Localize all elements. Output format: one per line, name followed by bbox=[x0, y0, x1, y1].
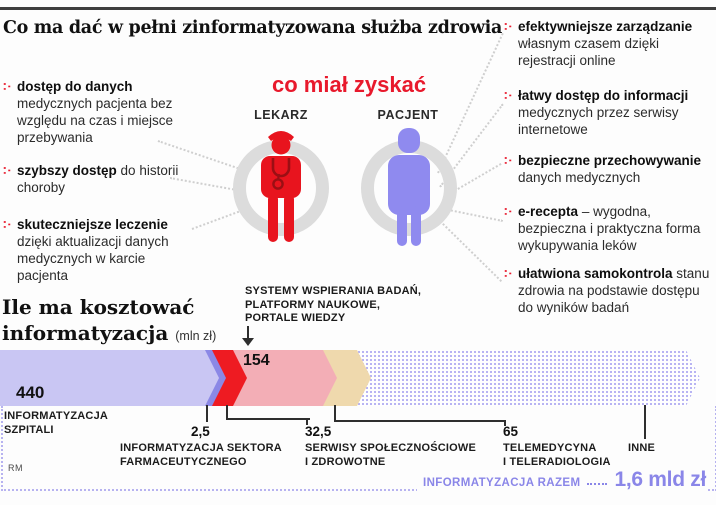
leader-line-2-5 bbox=[206, 405, 208, 422]
bracket-32-5-stub bbox=[306, 418, 308, 425]
benefit-bold: łatwy dostęp do informacji bbox=[518, 88, 689, 103]
bar-segment-szpitale bbox=[0, 350, 219, 406]
patient-label: PACJENT bbox=[377, 108, 439, 122]
bar-label-inne: INNE bbox=[628, 442, 656, 454]
annotation-line: PLATFORMY NAUKOWE, bbox=[245, 298, 381, 311]
benefit-left-2: ∴ szybszy dostęp do historii choroby bbox=[0, 162, 189, 196]
source-credit: RM bbox=[8, 463, 23, 473]
red-dots-bullet-icon: ∴ bbox=[0, 82, 14, 91]
cost-section-title: Ile ma kosztować informatyzacja (mln zł) bbox=[2, 294, 216, 349]
benefit-bold: dostęp do danych bbox=[17, 79, 133, 94]
annotation-arrow-icon bbox=[242, 338, 254, 346]
connector-line bbox=[437, 32, 504, 174]
red-dots-bullet-icon: ∴ bbox=[500, 91, 515, 100]
leader-line-inne bbox=[644, 405, 646, 439]
label-line: INFORMATYZACJA SEKTORA bbox=[120, 442, 282, 454]
label-line: I ZDROWOTNE bbox=[305, 455, 386, 468]
label-line: I TELERADIOLOGIA bbox=[503, 455, 611, 468]
benefit-text: medycznych pacjenta bez względu na czas … bbox=[17, 96, 174, 145]
benefit-text: danych medycznych bbox=[518, 170, 641, 185]
bracket-65 bbox=[334, 405, 506, 422]
connector-line bbox=[443, 208, 503, 222]
benefit-right-4: ∴ e-recepta – wygodna, bezpieczna i prak… bbox=[500, 203, 714, 254]
bar-value-440: 440 bbox=[16, 383, 45, 402]
total-label: INFORMATYZACJA RAZEM bbox=[422, 477, 581, 489]
benefit-text: medycznych przez serwisy internetowe bbox=[518, 105, 679, 137]
page-title: Co ma dać w pełni zinformatyzowana służb… bbox=[3, 18, 503, 38]
label-line: TELEMEDYCYNA bbox=[503, 442, 597, 454]
benefit-right-5: ∴ ułatwiona samokontrola stanu zdrowia n… bbox=[500, 265, 714, 316]
top-divider bbox=[0, 7, 716, 10]
cost-unit: (mln zł) bbox=[175, 329, 217, 343]
bar-value-65: 65 bbox=[503, 424, 519, 439]
total-leader-dots bbox=[587, 475, 608, 485]
bracket-65-stub bbox=[504, 420, 506, 426]
doctor-figure-icon bbox=[261, 131, 301, 242]
label-line: FARMACEUTYCZNEGO bbox=[120, 455, 247, 468]
benefit-text: dzięki aktualizacji danych medycznych w … bbox=[17, 234, 169, 283]
bar-label-farmaceutyczny: INFORMATYZACJA SEKTORA FARMACEUTYCZNEGO bbox=[120, 442, 282, 469]
annotation-line: PORTALE WIEDZY bbox=[245, 312, 346, 324]
benefit-bold: e-recepta bbox=[518, 204, 579, 219]
benefit-left-1: ∴ dostęp do danych medycznych pacjenta b… bbox=[0, 78, 189, 146]
bar-segment-systemy bbox=[233, 350, 337, 406]
cost-title-line2: informatyzacja bbox=[2, 321, 169, 345]
annotation-arrow-stem bbox=[247, 326, 249, 339]
total-row: INFORMATYZACJA RAZEM 1,6 mld zł bbox=[416, 468, 706, 492]
benefit-bold: szybszy dostęp bbox=[17, 163, 117, 178]
bar-label-telemedycyna: TELEMEDYCYNA I TELERADIOLOGIA bbox=[503, 442, 611, 469]
red-dots-bullet-icon: ∴ bbox=[0, 166, 14, 175]
label-line: SZPITALI bbox=[4, 423, 54, 436]
bar-value-2-5: 2,5 bbox=[191, 424, 210, 439]
benefit-bold: bezpieczne przechowywanie bbox=[518, 153, 702, 168]
bar-label-serwisy: SERWISY SPOŁECZNOŚCIOWE I ZDROWOTNE bbox=[305, 442, 476, 469]
benefit-left-3: ∴ skuteczniejsze leczenie dzięki aktuali… bbox=[0, 216, 195, 284]
bracket-32-5 bbox=[226, 405, 310, 420]
doctor-label: LEKARZ bbox=[254, 108, 308, 122]
benefit-right-3: ∴ bezpieczne przechowywanie danych medyc… bbox=[500, 152, 716, 186]
red-dots-bullet-icon: ∴ bbox=[0, 220, 14, 229]
annotation-line: SYSTEMY WSPIERANIA BADAŃ, bbox=[245, 285, 422, 297]
benefit-bold: skuteczniejsze leczenie bbox=[17, 217, 168, 232]
bar-segment-inne bbox=[357, 350, 700, 406]
benefit-right-2: ∴ łatwy dostęp do informacji medycznych … bbox=[500, 87, 714, 138]
red-dots-bullet-icon: ∴ bbox=[500, 22, 515, 31]
total-value: 1,6 mld zł bbox=[614, 468, 706, 491]
red-dots-bullet-icon: ∴ bbox=[500, 269, 515, 278]
section-title-gains: co miał zyskać bbox=[272, 72, 427, 97]
label-line: SERWISY SPOŁECZNOŚCIOWE bbox=[305, 442, 477, 454]
benefit-text: stanu zdrowia na podstawie dostępu do wy… bbox=[518, 266, 710, 315]
red-dots-bullet-icon: ∴ bbox=[500, 207, 515, 216]
benefit-bold: ułatwiona samokontrola bbox=[518, 266, 673, 281]
label-line: INFORMATYZACJA bbox=[4, 410, 109, 422]
benefit-right-1: ∴ efektywniejsze zarządzanie własnym cza… bbox=[500, 18, 714, 69]
patient-figure-icon bbox=[388, 128, 430, 246]
benefit-text: do historii choroby bbox=[17, 163, 179, 195]
connector-line bbox=[439, 220, 503, 282]
bar-value-154: 154 bbox=[243, 352, 270, 369]
benefit-text: – wygodna, bezpieczna i praktyczna forma… bbox=[518, 204, 701, 253]
cost-title-line1: Ile ma kosztować bbox=[2, 295, 195, 319]
bar-value-32-5: 32,5 bbox=[305, 424, 332, 439]
bar-annotation: SYSTEMY WSPIERANIA BADAŃ, PLATFORMY NAUK… bbox=[245, 285, 421, 326]
bar-label-szpitale: INFORMATYZACJA SZPITALI bbox=[4, 410, 108, 437]
benefit-bold: efektywniejsze zarządzanie bbox=[518, 19, 693, 34]
benefit-text: własnym czasem dzięki rejestracji online bbox=[518, 36, 660, 68]
